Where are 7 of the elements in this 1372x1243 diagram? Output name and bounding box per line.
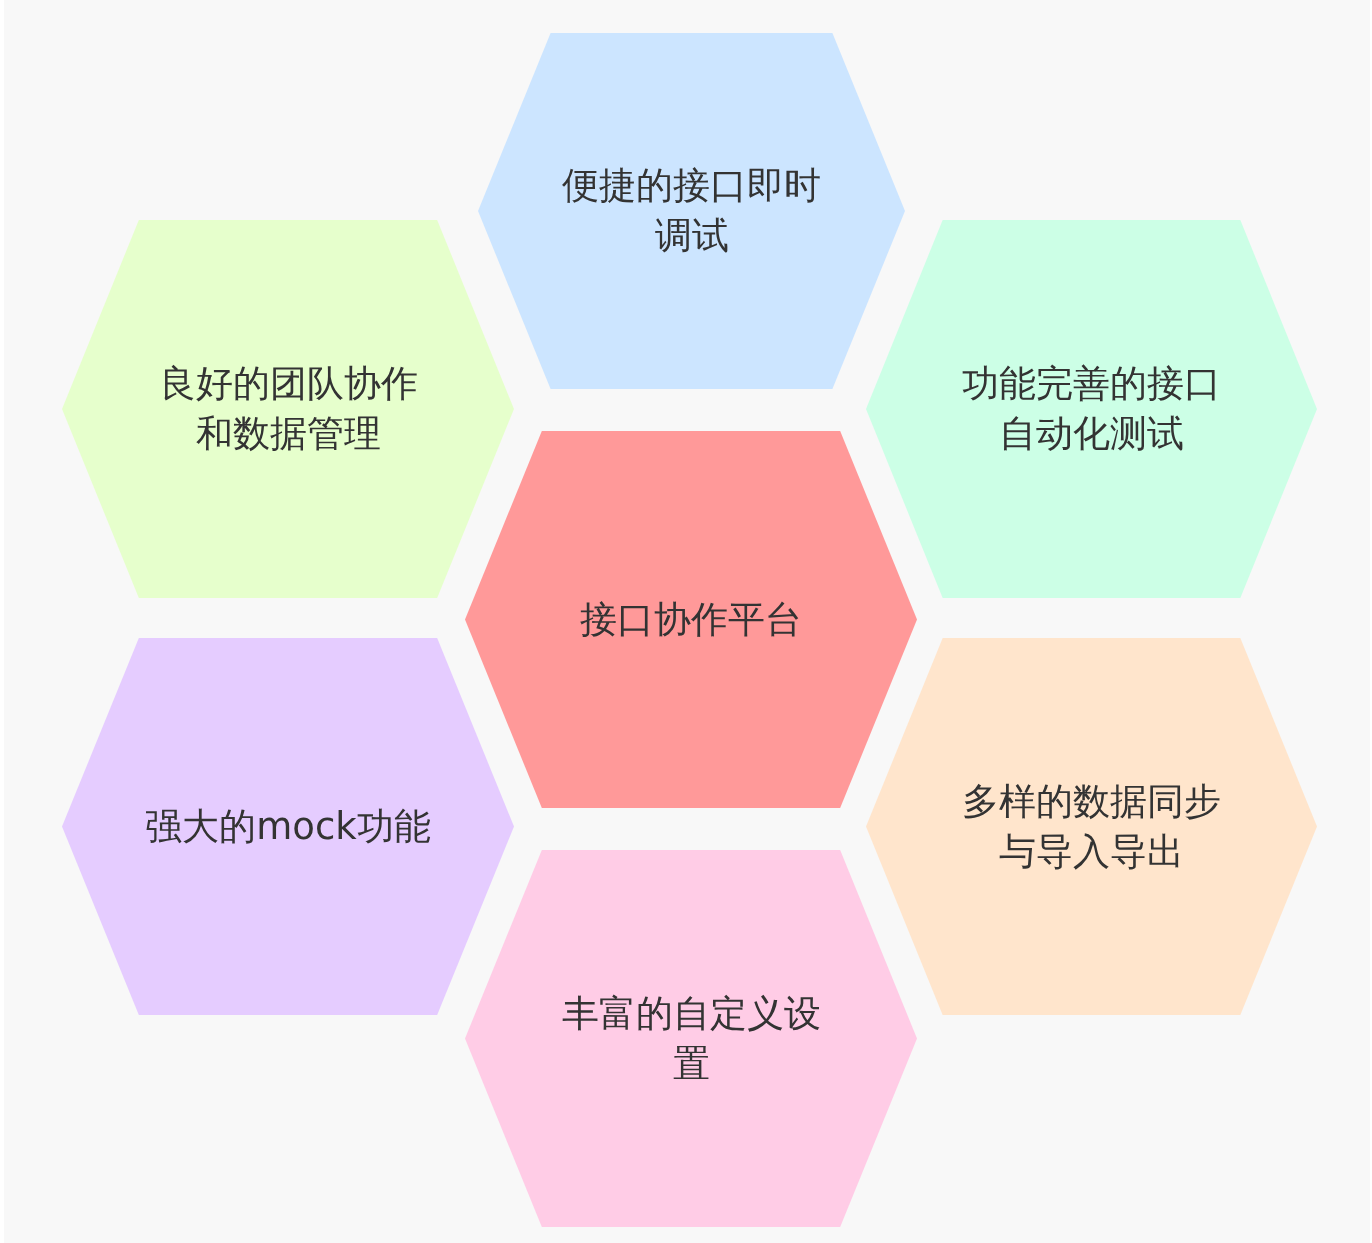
- hexagon-label: 强大的mock功能: [145, 803, 431, 850]
- hexagon-label: 丰富的自定义设置: [560, 990, 822, 1087]
- hexagon-label: 功能完善的接口自动化测试: [961, 361, 1222, 457]
- hexagon-label: 多样的数据同步与导入导出: [961, 778, 1222, 875]
- hexagon-label: 接口协作平台: [580, 596, 802, 643]
- hexagon-label: 良好的团队协作和数据管理: [157, 361, 419, 457]
- hexagon-label: 便捷的接口即时调试: [561, 163, 822, 259]
